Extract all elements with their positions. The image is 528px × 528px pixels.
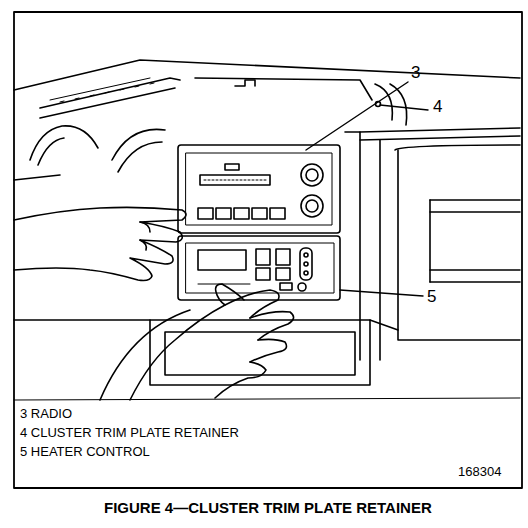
figure-number: 168304 bbox=[458, 465, 501, 479]
callout-number: 3 bbox=[411, 64, 420, 83]
callout-number: 5 bbox=[427, 288, 436, 307]
figure-caption: FIGURE 4—CLUSTER TRIM PLATE RETAINER bbox=[104, 500, 432, 517]
legend-entry: 3 RADIO bbox=[20, 407, 72, 421]
callout-number: 4 bbox=[433, 98, 442, 117]
legend-entry: 5 HEATER CONTROL bbox=[20, 445, 150, 459]
legend-entry: 4 CLUSTER TRIM PLATE RETAINER bbox=[20, 426, 239, 440]
